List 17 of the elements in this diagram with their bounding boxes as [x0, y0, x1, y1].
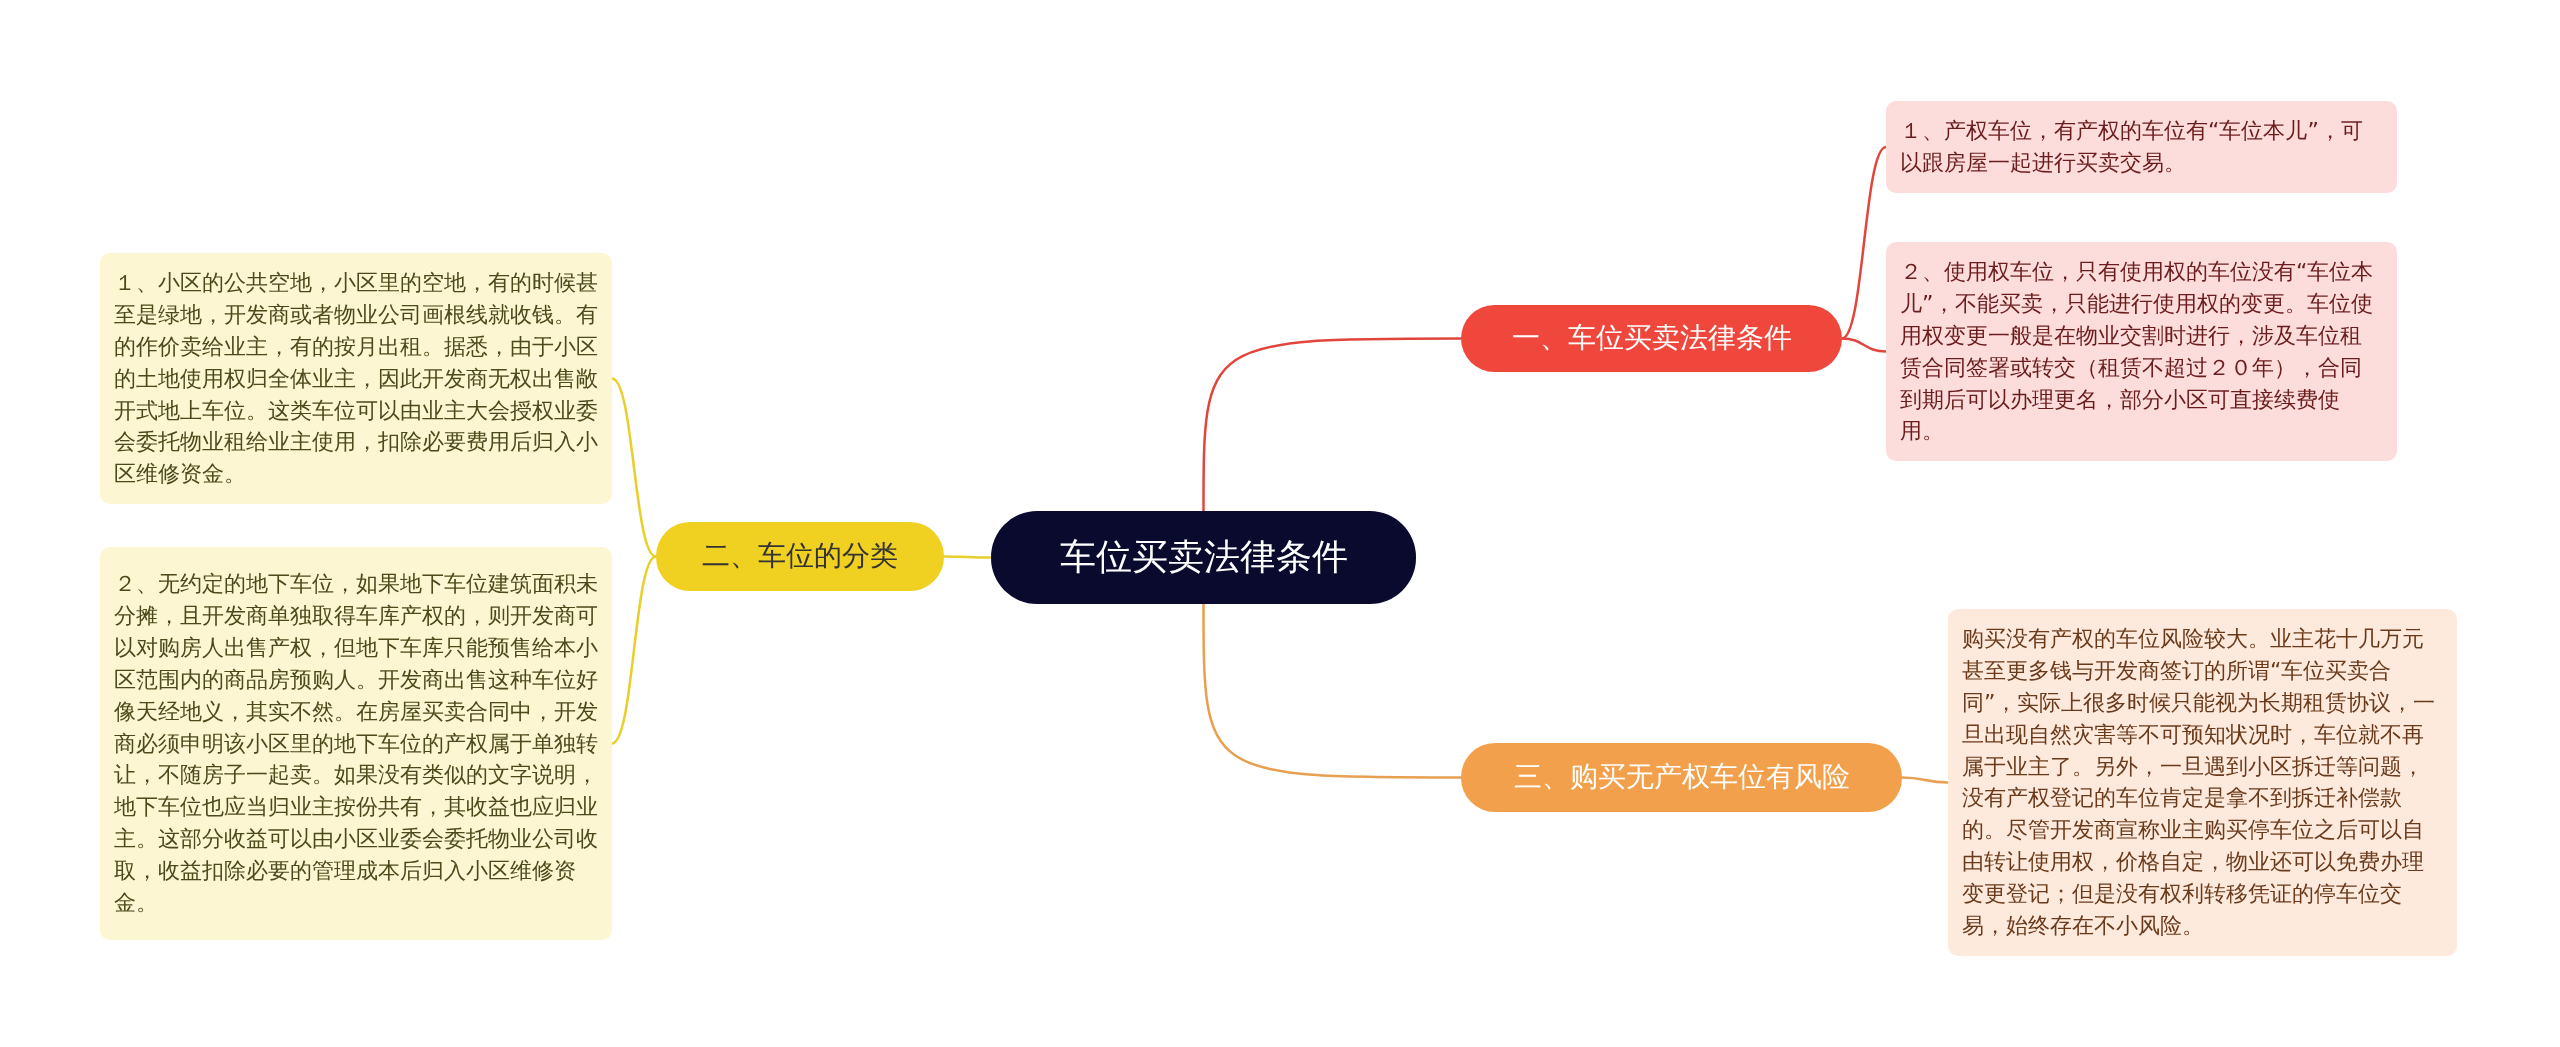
connector-line: [1841, 337, 1887, 353]
connector-line: [1202, 337, 1461, 511]
note-card: １、小区的公共空地，小区里的空地，有的时候甚至是绿地，开发商或者物业公司画根线就收钱。有的作价卖给业主，有的按月出租。据悉，由于小区的土地使用权归全体业主，因此开发商无权出售敞开式地上车位。这类车位可以由业主大会授权业委会委托物业租给业主使用，扣除必要费用后归入小区维修资金。: [100, 253, 612, 505]
branch-topic: 三、购买无产权车位有风险: [1461, 743, 1902, 812]
connector-line: [944, 555, 991, 559]
note-card: １、产权车位，有产权的车位有“车位本儿”，可以跟房屋一起进行买卖交易。: [1886, 101, 2397, 193]
connector-line: [1202, 604, 1461, 779]
branch-topic: 二、车位的分类: [656, 522, 944, 591]
note-card: ２、使用权车位，只有使用权的车位没有“车位本儿”，不能买卖，只能进行使用权的变更。车位使用权变更一般是在物业交割时进行，涉及车位租赁合同签署或转交（租赁不超过２０年），合同到期后可以办理更名，部分小区可直接续费使用。: [1886, 242, 2397, 462]
branch-topic: 一、车位买卖法律条件: [1461, 305, 1842, 372]
connector-line: [1841, 146, 1887, 340]
note-card: ２、无约定的地下车位，如果地下车位建筑面积未分摊，且开发商单独取得车库产权的，则开发商可以对购房人出售产权，但地下车库只能预售给本小区范围内的商品房预购人。开发商出售这种车位好像天经地义，其实不然。在房屋买卖合同中，开发商必须申明该小区里的地下车位的产权属于单独转让，不随房子一起卖。如果没有类似的文字说明，地下车位也应当归业主按份共有，其收益也应归业主。这部分收益可以由小区业委会委托物业公司收取，收益扣除必要的管理成本后归入小区维修资金。: [100, 547, 612, 940]
central-topic: 车位买卖法律条件: [991, 511, 1416, 604]
connector-line: [1901, 776, 1949, 784]
note-card: 购买没有产权的车位风险较大。业主花十几万元甚至更多钱与开发商签订的所谓“车位买卖合同”，实际上很多时候只能视为长期租赁协议，一旦出现自然灾害等不可预知状况时，车位就不再属于业主了。另外，一旦遇到小区拆迁等问题，没有产权登记的车位肯定是拿不到拆迁补偿款的。尽管开发商宣称业主购买停车位之后可以自由转让使用权，价格自定，物业还可以免费办理变更登记；但是没有权利转移凭证的停车位交易，始终存在不小风险。: [1948, 609, 2457, 956]
connector-line: [611, 555, 657, 745]
connector-line: [611, 377, 657, 558]
